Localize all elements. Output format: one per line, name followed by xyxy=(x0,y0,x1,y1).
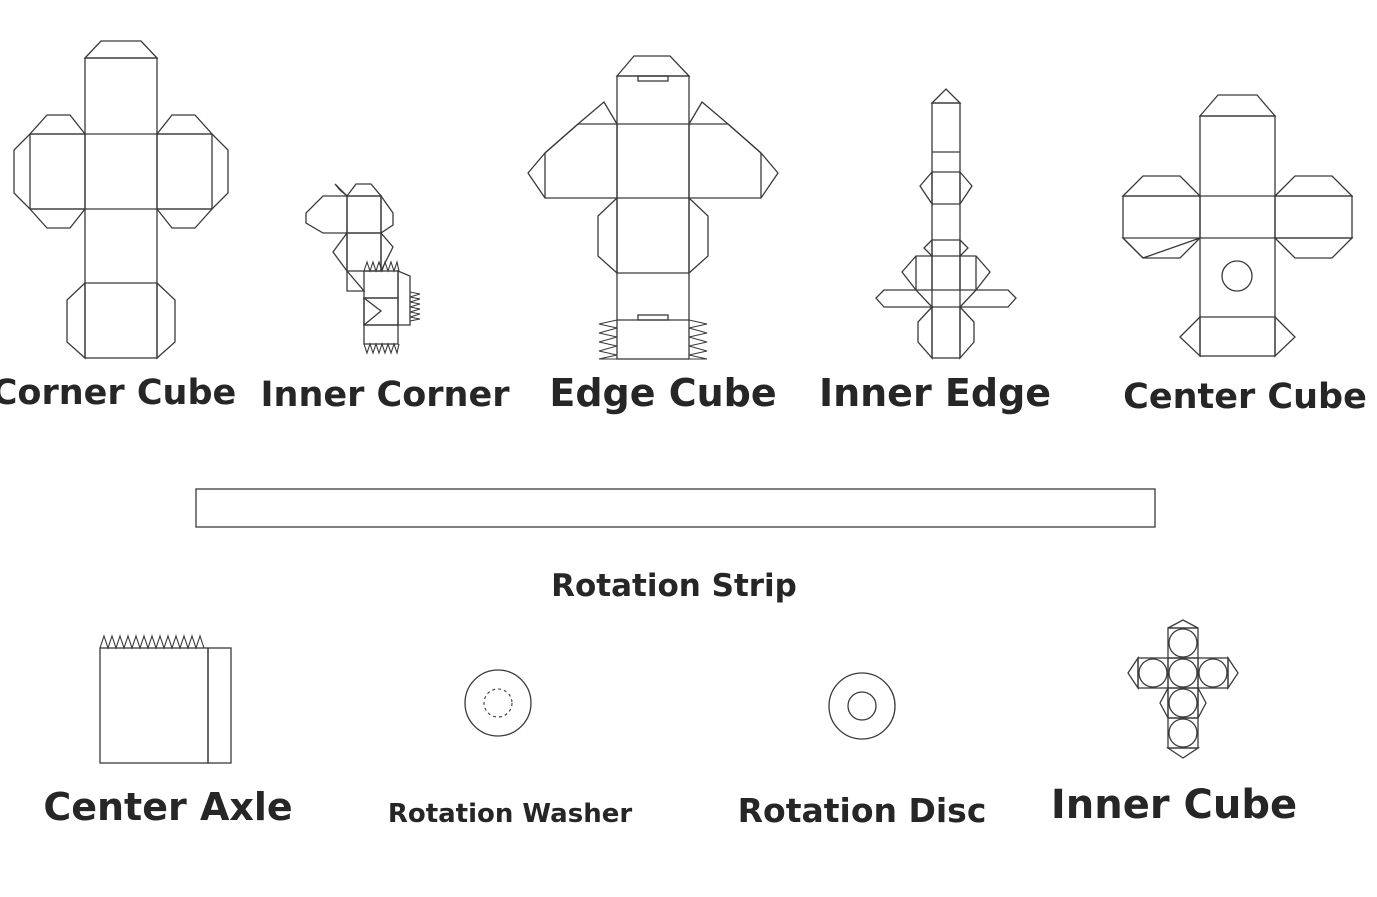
rotation-disc-label: Rotation Disc xyxy=(738,791,987,830)
edge-cube-label: Edge Cube xyxy=(549,371,776,415)
edge-cube-net xyxy=(527,55,779,360)
inner-corner-label: Inner Corner xyxy=(261,375,511,415)
center-axle-net xyxy=(99,634,232,764)
rotation-strip-shape xyxy=(195,488,1156,528)
rotation-washer-shape xyxy=(464,669,532,737)
inner-cube-label: Inner Cube xyxy=(1051,782,1297,828)
center-axle-label: Center Axle xyxy=(43,785,292,829)
inner-corner-net xyxy=(305,183,421,356)
rotation-strip-label: Rotation Strip xyxy=(551,568,797,604)
rotation-washer-label: Rotation Washer xyxy=(388,799,633,829)
corner-cube-label: Corner Cube xyxy=(0,373,236,413)
center-cube-net xyxy=(1121,94,1354,358)
inner-edge-label: Inner Edge xyxy=(819,371,1051,415)
center-cube-label: Center Cube xyxy=(1123,377,1367,417)
inner-edge-net xyxy=(875,88,1017,360)
rotation-disc-shape xyxy=(828,672,896,740)
corner-cube-net xyxy=(13,40,229,360)
inner-cube-net xyxy=(1127,619,1239,759)
